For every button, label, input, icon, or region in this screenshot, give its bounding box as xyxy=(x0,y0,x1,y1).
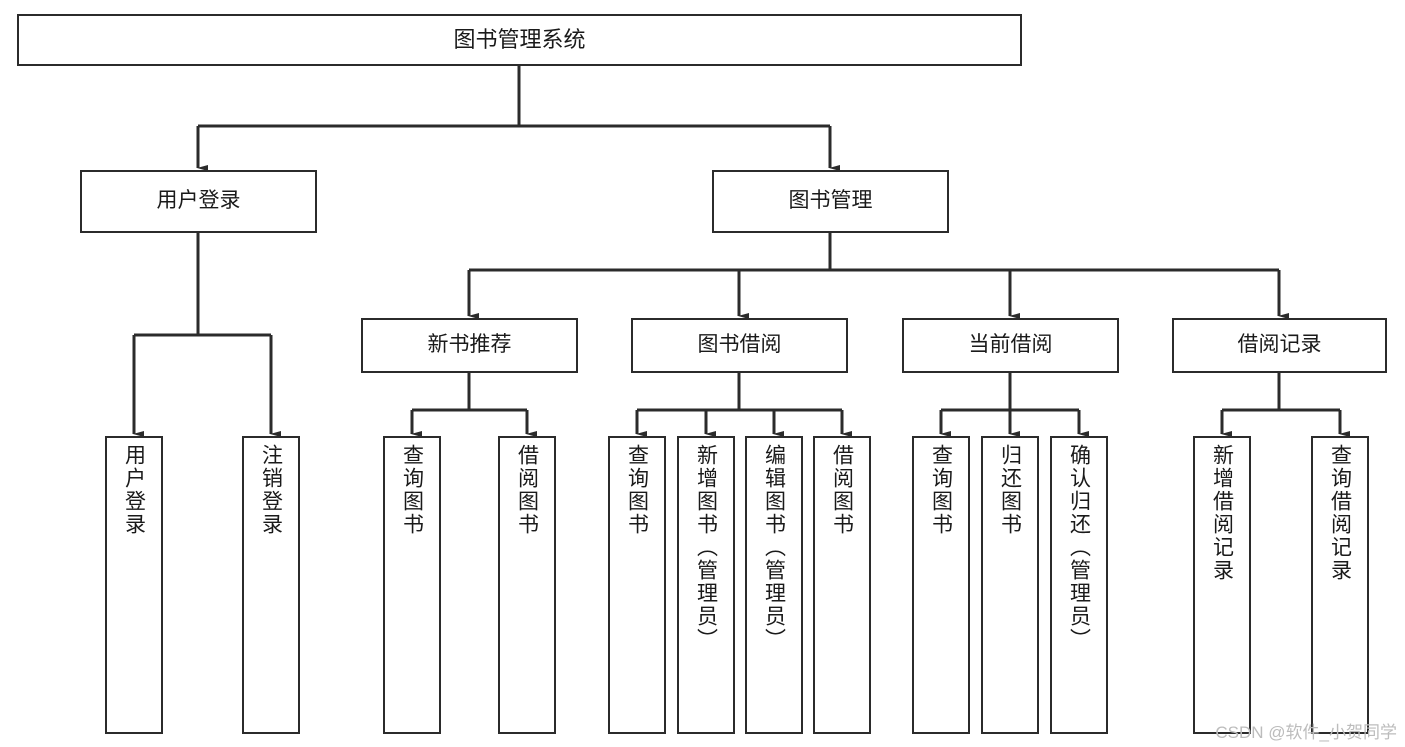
leaf-record-add-record[interactable]: 新增借阅记录 xyxy=(1193,436,1251,734)
node-user-login[interactable]: 用户登录 xyxy=(80,170,317,233)
node-current-borrow[interactable]: 当前借阅 xyxy=(902,318,1119,373)
node-book-borrow[interactable]: 图书借阅 xyxy=(631,318,848,373)
leaf-borrow-query-book[interactable]: 查询图书 xyxy=(608,436,666,734)
node-label: 注销登录 xyxy=(259,444,283,536)
node-label: 图书管理 xyxy=(788,189,873,213)
watermark-text: CSDN @软件_小贺同学 xyxy=(1215,723,1397,742)
node-label: 查询图书 xyxy=(400,444,424,536)
node-label: 用户登录 xyxy=(122,444,146,536)
node-label: 借阅图书 xyxy=(515,444,539,536)
node-label: 确认归还（管理员） xyxy=(1067,444,1091,651)
leaf-borrow-edit-book-admin[interactable]: 编辑图书（管理员） xyxy=(745,436,803,734)
leaf-borrow-add-book-admin[interactable]: 新增图书（管理员） xyxy=(677,436,735,734)
node-label: 归还图书 xyxy=(998,444,1022,536)
node-label: 当前借阅 xyxy=(968,333,1053,357)
leaf-record-query-record[interactable]: 查询借阅记录 xyxy=(1311,436,1369,734)
leaf-current-confirm-return-admin[interactable]: 确认归还（管理员） xyxy=(1050,436,1108,734)
node-label: 用户登录 xyxy=(156,189,241,213)
node-label: 图书借阅 xyxy=(697,333,782,357)
node-label: 新增借阅记录 xyxy=(1210,444,1234,582)
leaf-current-return-book[interactable]: 归还图书 xyxy=(981,436,1039,734)
node-book-management[interactable]: 图书管理 xyxy=(712,170,949,233)
node-label: 查询借阅记录 xyxy=(1328,444,1352,582)
node-root-system[interactable]: 图书管理系统 xyxy=(17,14,1022,66)
leaf-user-login-logout[interactable]: 注销登录 xyxy=(242,436,300,734)
node-new-book-recommend[interactable]: 新书推荐 xyxy=(361,318,578,373)
node-borrow-record[interactable]: 借阅记录 xyxy=(1172,318,1387,373)
node-label: 查询图书 xyxy=(929,444,953,536)
leaf-recommend-query-book[interactable]: 查询图书 xyxy=(383,436,441,734)
leaf-borrow-borrow-book[interactable]: 借阅图书 xyxy=(813,436,871,734)
node-label: 借阅记录 xyxy=(1237,333,1322,357)
node-label: 新书推荐 xyxy=(427,333,512,357)
node-label: 新增图书（管理员） xyxy=(694,444,718,651)
node-label: 借阅图书 xyxy=(830,444,854,536)
node-label: 图书管理系统 xyxy=(453,27,586,53)
node-label: 查询图书 xyxy=(625,444,649,536)
leaf-current-query-book[interactable]: 查询图书 xyxy=(912,436,970,734)
leaf-recommend-borrow-book[interactable]: 借阅图书 xyxy=(498,436,556,734)
node-label: 编辑图书（管理员） xyxy=(762,444,786,651)
leaf-user-login-login[interactable]: 用户登录 xyxy=(105,436,163,734)
